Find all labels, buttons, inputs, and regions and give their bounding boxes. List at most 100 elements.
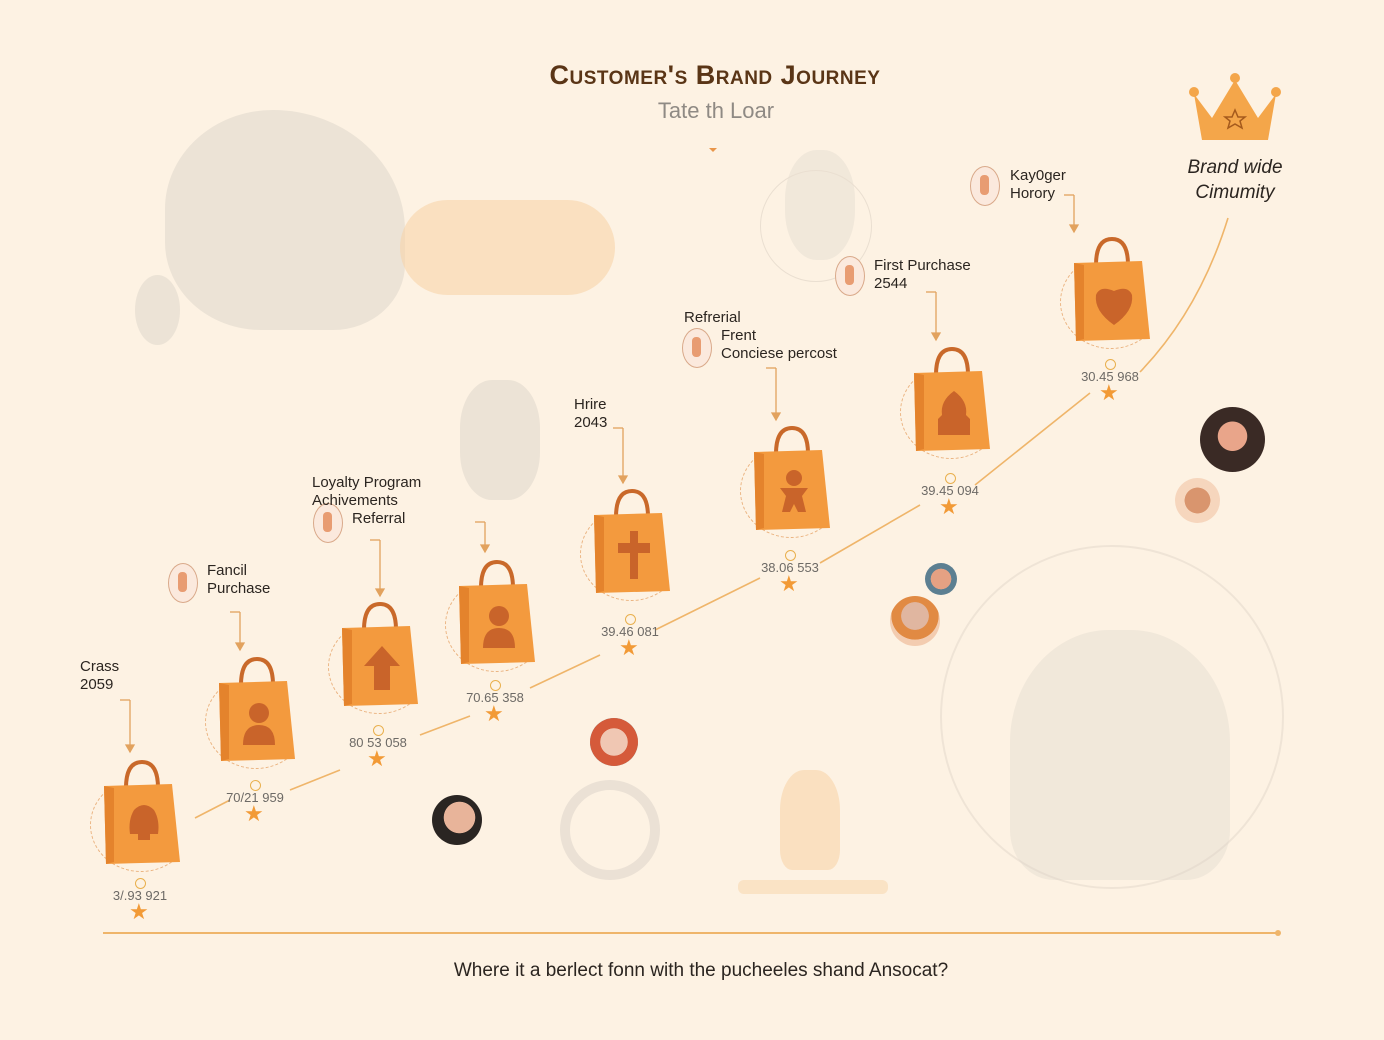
background-figure (460, 380, 540, 500)
medal-icon (168, 563, 198, 603)
coin-icon (945, 473, 956, 484)
arrow-head (124, 744, 136, 754)
bell-icon (129, 805, 159, 840)
background-figure (135, 275, 180, 345)
milestone-label-line: Hrire (574, 396, 607, 413)
milestone-label-line: Referral (352, 510, 406, 527)
milestone-value: 39.46 081 (601, 624, 659, 639)
background-figure (1010, 630, 1230, 880)
avatar (890, 596, 940, 646)
shopping-bag-icon[interactable] (588, 487, 674, 599)
star-icon: ★ (129, 900, 149, 925)
arrow-head (479, 544, 491, 554)
milestone-value: 39.45 094 (921, 483, 979, 498)
star-icon: ★ (244, 802, 264, 827)
milestone-label-line: Achivements (312, 492, 398, 509)
medal-icon (313, 503, 343, 543)
coin-icon (490, 680, 501, 691)
arrow-up-icon (364, 646, 400, 690)
milestone-label-line: 2043 (574, 414, 608, 431)
bag-halo (328, 620, 430, 714)
background-base (738, 880, 888, 894)
milestone-label-line: Purchase (207, 580, 271, 597)
background-circle (760, 170, 872, 282)
star-icon: ★ (367, 747, 387, 772)
goal-label-line: Cimumity (1195, 182, 1275, 203)
star-icon: ★ (779, 572, 799, 597)
milestone-value: 3/.93 921 (112, 888, 168, 903)
coin-icon (785, 550, 796, 561)
arrow-head (1068, 224, 1080, 234)
timeline-end-dot (1275, 930, 1281, 936)
goal-label-line: Brand wide (1187, 157, 1283, 178)
arrow-head (770, 412, 782, 422)
star-icon: ★ (619, 636, 639, 661)
bag-halo (445, 578, 547, 672)
heart-icon (1095, 288, 1133, 325)
person-icon (243, 703, 275, 745)
coin-icon (135, 878, 146, 889)
crown-icon (1189, 73, 1281, 140)
shopping-bag-icon[interactable] (908, 345, 994, 457)
shopping-bag-icon[interactable] (748, 424, 834, 536)
milestone-label-line: Kay0ger (1010, 167, 1066, 184)
coin-icon (373, 725, 384, 736)
star-icon: ★ (1099, 381, 1119, 406)
shopping-bag-icon[interactable] (213, 655, 299, 767)
avatar (432, 795, 482, 845)
milestone-label-line: First Purchase (874, 257, 971, 274)
house-icon (938, 391, 970, 435)
bag-halo (90, 778, 192, 872)
page-title: Customer's Brand Journey (549, 60, 881, 90)
cross-icon (618, 531, 650, 579)
chevron-down-icon (709, 148, 717, 152)
milestone-label-line: 2544 (874, 275, 908, 292)
coin-icon (1105, 359, 1116, 370)
avatar (1200, 407, 1265, 472)
star-icon: ★ (939, 495, 959, 520)
milestone-value: 70.65 358 (466, 690, 524, 705)
background-circle (940, 545, 1284, 889)
bag-halo (740, 444, 842, 538)
shopping-bag-icon[interactable] (336, 600, 422, 712)
shopping-bag-icon[interactable] (1068, 235, 1154, 347)
footer-question: Where it a berlect fonn with the pucheel… (453, 960, 949, 981)
goal-label: Brand wide Cimumity (1165, 155, 1305, 205)
bag-halo (580, 507, 682, 601)
milestone-label-line: Conciese percost (721, 345, 837, 362)
arrow-head (374, 588, 386, 598)
background-figure (165, 110, 405, 330)
trend-line (194, 217, 1229, 819)
shopping-bag-icon[interactable] (98, 758, 184, 870)
milestone-label-line: Loyalty Program (312, 474, 422, 491)
milestone-label-line: Refrerial (684, 309, 741, 326)
arrow-head (617, 475, 629, 485)
bag-halo (1060, 255, 1162, 349)
bag-halo (900, 365, 1002, 459)
background-circle (560, 780, 660, 880)
avatar (1175, 478, 1220, 523)
milestone-label-line: Fancil (207, 562, 248, 579)
milestone-value: 80 53 058 (349, 735, 407, 750)
medal-icon (835, 256, 865, 296)
person-icon (483, 606, 515, 648)
milestone-label-line: Frent (721, 327, 757, 344)
milestone-value: 30.45 968 (1081, 369, 1139, 384)
milestone-value: 38.06 553 (761, 560, 819, 575)
coin-icon (625, 614, 636, 625)
milestone-label-line: Horory (1010, 185, 1056, 202)
avatar (590, 718, 638, 766)
star-icon: ★ (484, 702, 504, 727)
medal-icon (682, 328, 712, 368)
milestone-label-line: 2059 (80, 676, 114, 693)
shopping-bag-icon[interactable] (453, 558, 539, 670)
coin-icon (250, 780, 261, 791)
